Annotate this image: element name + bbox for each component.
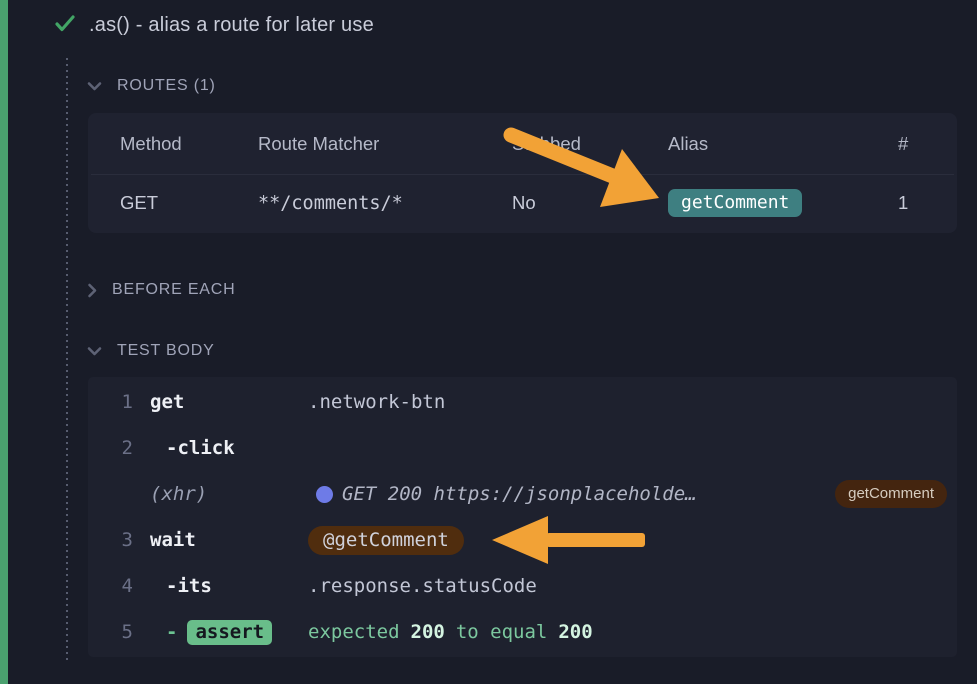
routes-table: Method Route Matcher Stubbed Alias # GET… xyxy=(88,113,957,233)
command-log: 1 get .network-btn 2 -click (xhr) GET 20… xyxy=(88,377,957,657)
section-routes-label: ROUTES (1) xyxy=(117,77,216,94)
test-pass-status-bar xyxy=(0,0,8,684)
command-name: get xyxy=(150,391,185,413)
table-row: GET **/comments/* No getComment 1 xyxy=(88,175,957,231)
command-assert[interactable]: 5 - assert expected 200 to equal 200 xyxy=(88,609,957,655)
command-xhr-event[interactable]: (xhr) GET 200 https://jsonplaceholde… ge… xyxy=(88,471,957,517)
command-name: wait xyxy=(150,529,196,551)
routes-table-header: Method Route Matcher Stubbed Alias # xyxy=(88,113,957,174)
command-number: 1 xyxy=(121,391,133,413)
test-header[interactable]: .as() - alias a route for later use xyxy=(55,14,374,37)
xhr-dot-icon xyxy=(316,485,333,503)
command-name: -its xyxy=(166,575,212,597)
chevron-down-icon xyxy=(87,346,102,356)
command-message: .response.statusCode xyxy=(308,575,537,597)
command-message: .network-btn xyxy=(308,391,446,413)
command-number: 4 xyxy=(121,575,133,597)
command-name: -click xyxy=(166,437,235,459)
wait-alias-badge: @getComment xyxy=(308,525,464,555)
checkmark-icon xyxy=(55,14,75,37)
route-stubbed: No xyxy=(512,192,536,213)
xhr-alias-badge: getComment xyxy=(835,480,947,508)
command-get[interactable]: 1 get .network-btn xyxy=(88,379,957,425)
collapsible-guide-line xyxy=(66,58,68,662)
assertion-message: expected 200 to equal 200 xyxy=(308,621,593,643)
event-name: (xhr) xyxy=(150,483,208,505)
command-name: - assert xyxy=(150,619,308,645)
command-number: 3 xyxy=(121,529,133,551)
test-title: .as() - alias a route for later use xyxy=(89,14,374,36)
section-test-body-label: TEST BODY xyxy=(117,342,215,359)
chevron-down-icon xyxy=(87,81,102,91)
route-method: GET xyxy=(120,192,159,213)
chevron-right-icon xyxy=(87,283,97,298)
section-routes-toggle[interactable]: ROUTES (1) xyxy=(87,77,216,95)
col-stubbed-header: Stubbed xyxy=(512,132,581,154)
section-test-body-toggle[interactable]: TEST BODY xyxy=(87,342,215,360)
assert-badge: assert xyxy=(187,619,273,645)
section-before-each-label: BEFORE EACH xyxy=(112,281,236,298)
route-count: 1 xyxy=(898,192,909,213)
route-matcher: **/comments/* xyxy=(258,192,403,214)
command-number: 5 xyxy=(121,621,133,643)
xhr-request-summary: GET 200 https://jsonplaceholde… xyxy=(342,483,697,505)
route-alias-badge: getComment xyxy=(668,189,803,217)
command-its[interactable]: 4 -its .response.statusCode xyxy=(88,563,957,609)
col-method-header: Method xyxy=(120,132,182,154)
col-alias-header: Alias xyxy=(668,132,709,154)
command-wait[interactable]: 3 wait @getComment xyxy=(88,517,957,563)
command-number: 2 xyxy=(121,437,133,459)
section-before-each-toggle[interactable]: BEFORE EACH xyxy=(87,281,236,299)
col-matcher-header: Route Matcher xyxy=(258,132,380,154)
col-count-header: # xyxy=(898,132,909,154)
command-click[interactable]: 2 -click xyxy=(88,425,957,471)
